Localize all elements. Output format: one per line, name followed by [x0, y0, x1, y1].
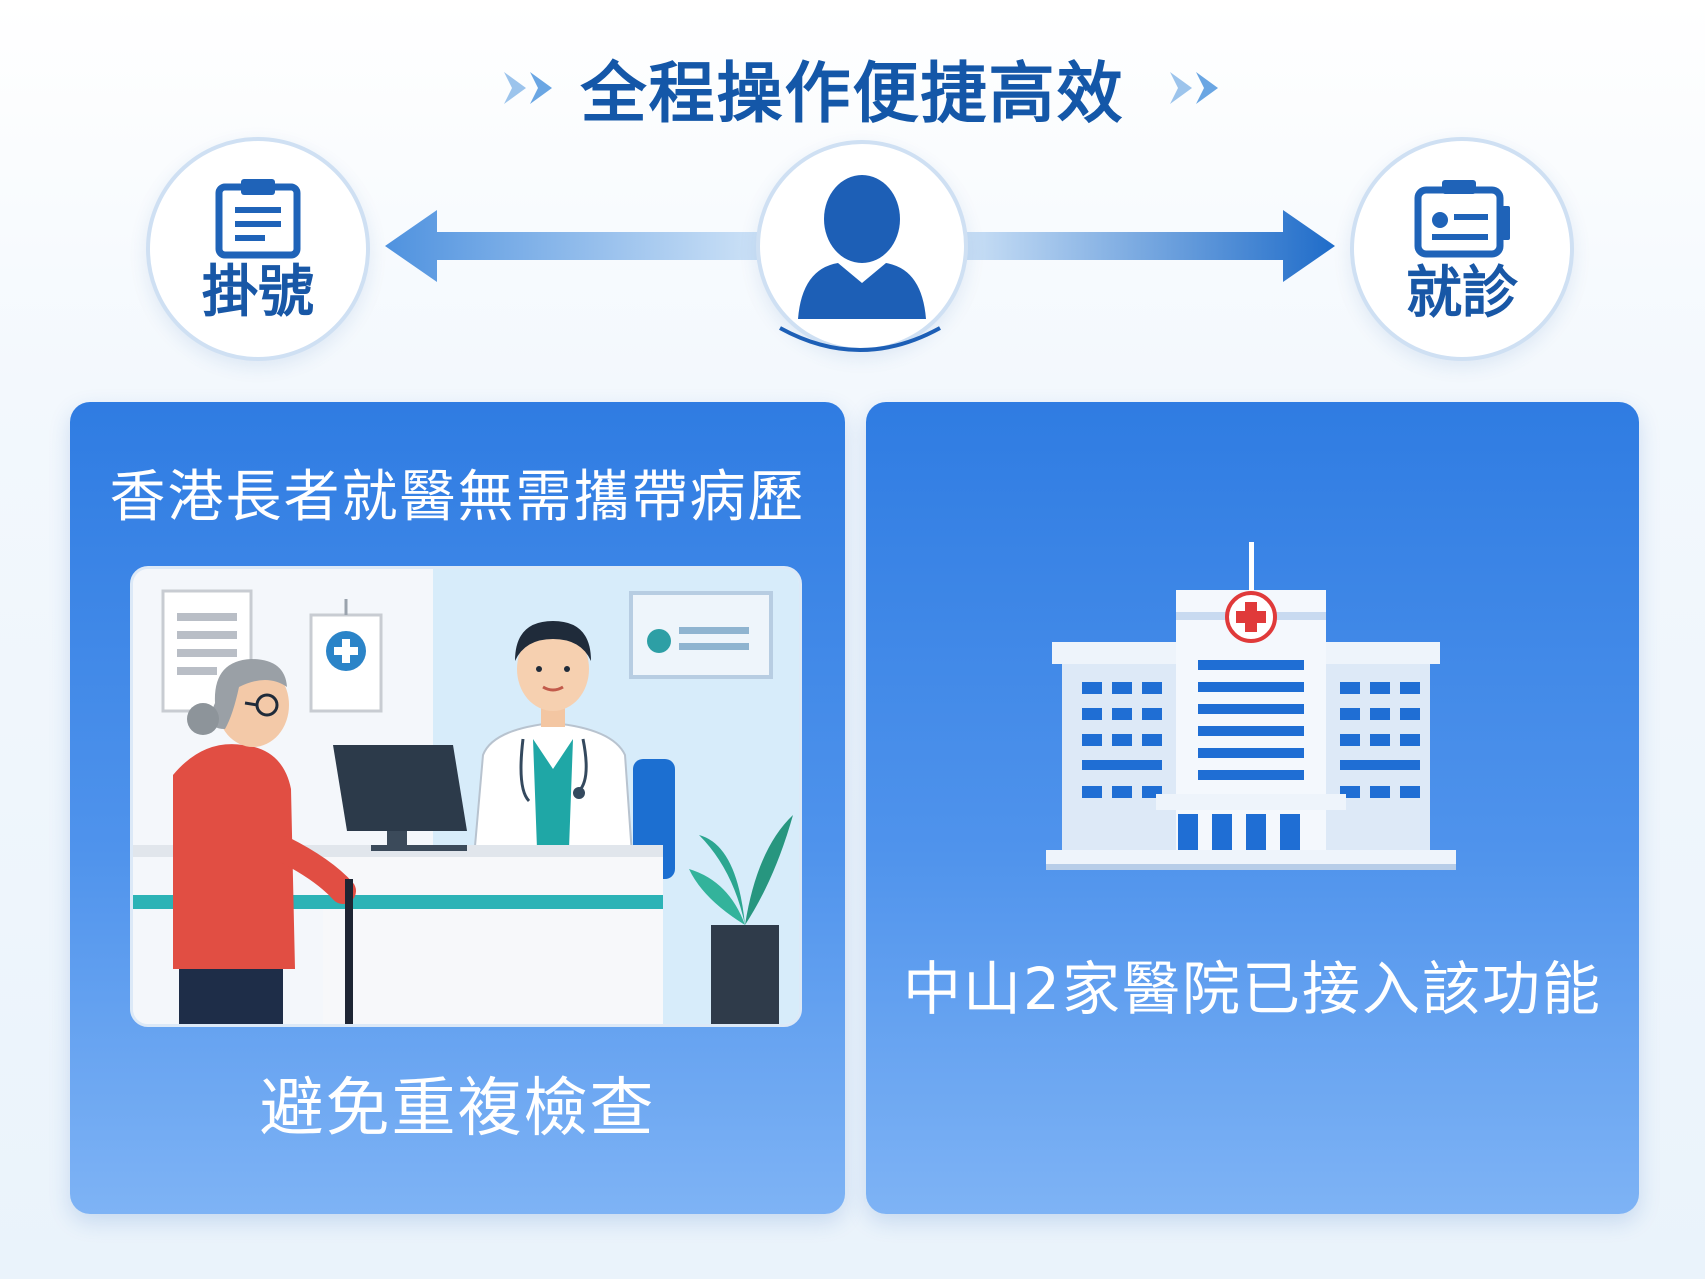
clipboard-icon [215, 179, 301, 259]
register-node: 掛號 [146, 137, 370, 361]
card-left-bottom-text: 避免重複檢查 [259, 1072, 656, 1146]
id-card-icon [1414, 180, 1510, 258]
consult-node: 就診 [1350, 137, 1574, 361]
double-arrow-icon [385, 210, 1335, 282]
card-hospitals: 中山2家醫院已接入該功能 [866, 402, 1639, 1214]
chevron-right-icon [504, 72, 552, 104]
page-title: 全程操作便捷高效 [580, 55, 1125, 132]
card-right-text: 中山2家醫院已接入該功能 [903, 955, 1602, 1023]
consult-label: 就診 [1406, 261, 1518, 326]
card-left-top-text: 香港長者就醫無需攜帶病歷 [109, 465, 806, 530]
chevron-right-icon [1170, 72, 1218, 104]
doctor-patient-illustration [130, 566, 802, 1027]
user-node [756, 140, 968, 352]
hospital-building-icon [1046, 542, 1456, 870]
user-icon [798, 175, 926, 319]
user-base-arc-icon [779, 326, 941, 352]
register-label: 掛號 [202, 260, 314, 325]
